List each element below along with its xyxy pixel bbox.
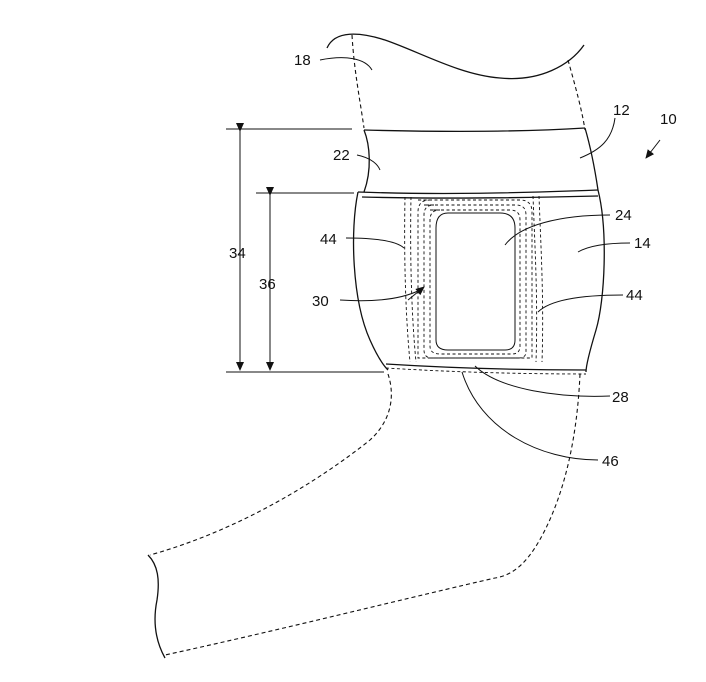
label-10: 10 bbox=[660, 111, 677, 128]
label-22: 22 bbox=[333, 147, 350, 164]
label-12: 12 bbox=[613, 102, 630, 119]
label-24: 24 bbox=[615, 207, 632, 224]
lower-leg-outline bbox=[147, 373, 581, 659]
sleeve-body bbox=[352, 189, 605, 375]
label-44-right: 44 bbox=[626, 287, 643, 304]
label-46: 46 bbox=[602, 453, 619, 470]
label-30: 30 bbox=[312, 293, 329, 310]
label-44-left: 44 bbox=[320, 231, 337, 248]
label-34: 34 bbox=[229, 245, 246, 262]
thigh-outline bbox=[326, 33, 586, 131]
leader-lines bbox=[319, 57, 661, 461]
label-28: 28 bbox=[612, 389, 629, 406]
dimension-lines bbox=[226, 123, 384, 373]
reference-numerals: 10 12 14 18 22 24 28 30 34 36 44 44 46 bbox=[229, 52, 677, 470]
label-18: 18 bbox=[294, 52, 311, 69]
label-14: 14 bbox=[634, 235, 651, 252]
upper-cuff-band bbox=[363, 127, 599, 193]
seam-lines bbox=[404, 195, 544, 363]
label-36: 36 bbox=[259, 276, 276, 293]
pocket bbox=[417, 199, 533, 359]
